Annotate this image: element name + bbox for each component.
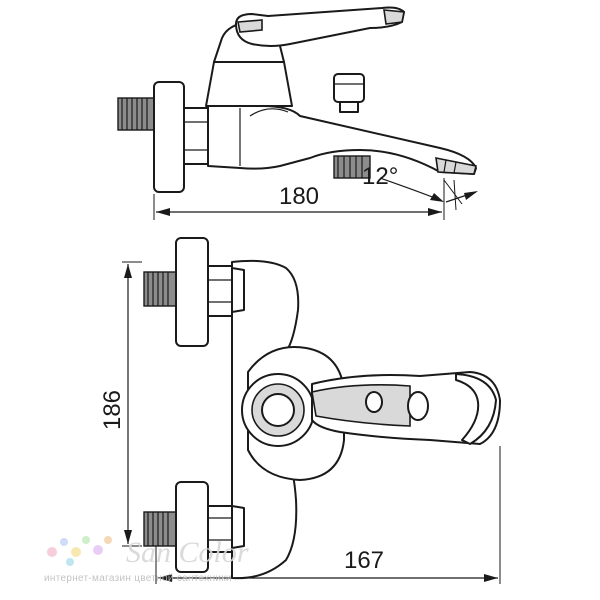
dimension-spout-angle: 12°: [362, 163, 478, 211]
front-lower-nut: [207, 505, 233, 553]
watermark-logo: San Color: [126, 536, 249, 569]
watermark-dot: [66, 558, 74, 566]
front-cartridge-housing: [241, 346, 345, 481]
front-upper-wall-flange: [175, 237, 209, 347]
side-view: 180 12°: [117, 6, 478, 220]
dimension-height: 186: [99, 261, 142, 547]
front-upper-nut: [207, 265, 233, 317]
watermark-dots: [47, 536, 112, 566]
side-threaded-inlet: [117, 97, 157, 131]
front-lower-threaded-inlet: [143, 511, 179, 547]
side-diverter-knob: [333, 73, 365, 113]
side-mixer-body: [207, 105, 477, 175]
watermark-dot: [71, 547, 81, 557]
dimension-side-length: 180: [153, 178, 445, 220]
front-upper-threaded-inlet: [143, 271, 179, 307]
side-aerator: [333, 155, 371, 179]
watermark-dot: [93, 545, 103, 555]
watermark-dot: [60, 538, 68, 546]
dimension-side-length-label: 180: [279, 183, 319, 210]
side-wall-flange: [153, 81, 185, 193]
watermark-dot: [47, 547, 57, 557]
dimension-front-length: 167: [155, 446, 501, 584]
side-lever-handle: [235, 6, 405, 47]
front-lever-spout: [311, 371, 501, 445]
front-view: 186 167: [99, 237, 501, 584]
dimension-front-length-label: 167: [344, 547, 384, 574]
watermark-tagline: интернет-магазин цветной сантехники: [44, 573, 232, 584]
dimension-spout-angle-label: 12°: [362, 163, 398, 190]
side-connection-nut: [183, 107, 209, 165]
watermark: San Color интернет-магазин цветной санте…: [44, 536, 249, 584]
watermark-dot: [82, 536, 90, 544]
dimension-height-label: 186: [99, 390, 126, 430]
watermark-dot: [104, 536, 112, 544]
